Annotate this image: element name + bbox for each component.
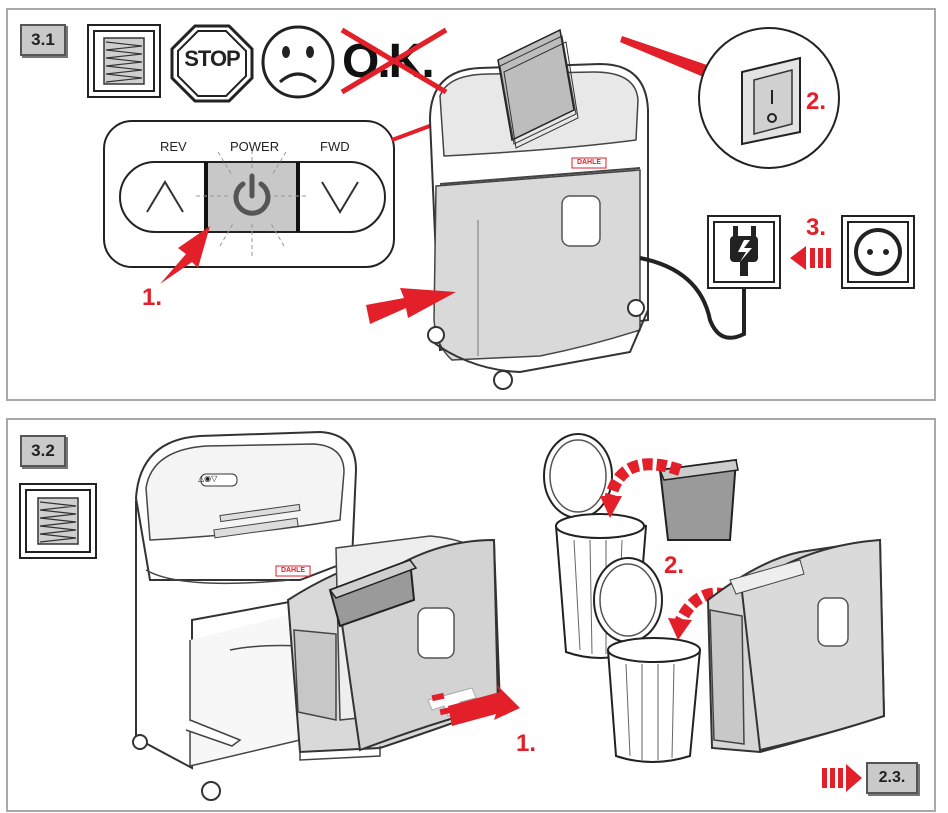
fwd-label: FWD bbox=[320, 139, 350, 154]
next-section-reference: 2.3. bbox=[866, 762, 918, 794]
step-3-arrow bbox=[790, 246, 831, 270]
step-3-label: 3. bbox=[806, 214, 827, 241]
step-1-label: 1. bbox=[516, 730, 537, 757]
fwd-down-arrow-icon bbox=[321, 181, 359, 214]
callout-line bbox=[620, 36, 710, 78]
step-1-arrow bbox=[160, 226, 210, 284]
drawer-illustration bbox=[706, 538, 886, 754]
stop-sign-icon bbox=[170, 24, 254, 103]
small-bin bbox=[658, 458, 739, 541]
empty-bin-arrow bbox=[604, 458, 682, 502]
section-tag-3-2: 3.2 bbox=[20, 435, 66, 467]
shredder-illustration bbox=[427, 28, 649, 390]
shredder-open-illustration bbox=[132, 430, 502, 801]
socket-icon bbox=[841, 215, 915, 289]
trash-bin-lower bbox=[593, 557, 702, 763]
pull-drawer-arrow bbox=[427, 684, 520, 726]
next-section-arrow bbox=[822, 764, 862, 792]
plug-icon bbox=[707, 215, 781, 289]
rev-label: REV bbox=[160, 139, 187, 154]
sad-face-icon bbox=[261, 25, 335, 99]
step-2-label: 2. bbox=[806, 88, 827, 115]
shredded-paper-icon bbox=[19, 483, 97, 559]
insert-bin-arrow bbox=[366, 288, 456, 324]
power-label: POWER bbox=[230, 139, 280, 154]
shredded-paper-icon bbox=[87, 24, 161, 98]
stop-sign-label: STOP bbox=[184, 46, 241, 71]
brand-logo: DAHLE bbox=[280, 567, 306, 574]
section-tag-3-1: 3.1 bbox=[20, 24, 66, 56]
brand-logo: DAHLE bbox=[576, 159, 602, 166]
power-cord bbox=[639, 256, 746, 340]
mini-control-icons: △◉▽ bbox=[198, 474, 218, 483]
step-1-label: 1. bbox=[142, 284, 163, 311]
power-button-icon bbox=[233, 173, 271, 216]
power-switch-inset bbox=[698, 27, 840, 169]
rev-up-arrow-icon bbox=[146, 180, 184, 213]
step-2-label: 2. bbox=[664, 552, 685, 579]
